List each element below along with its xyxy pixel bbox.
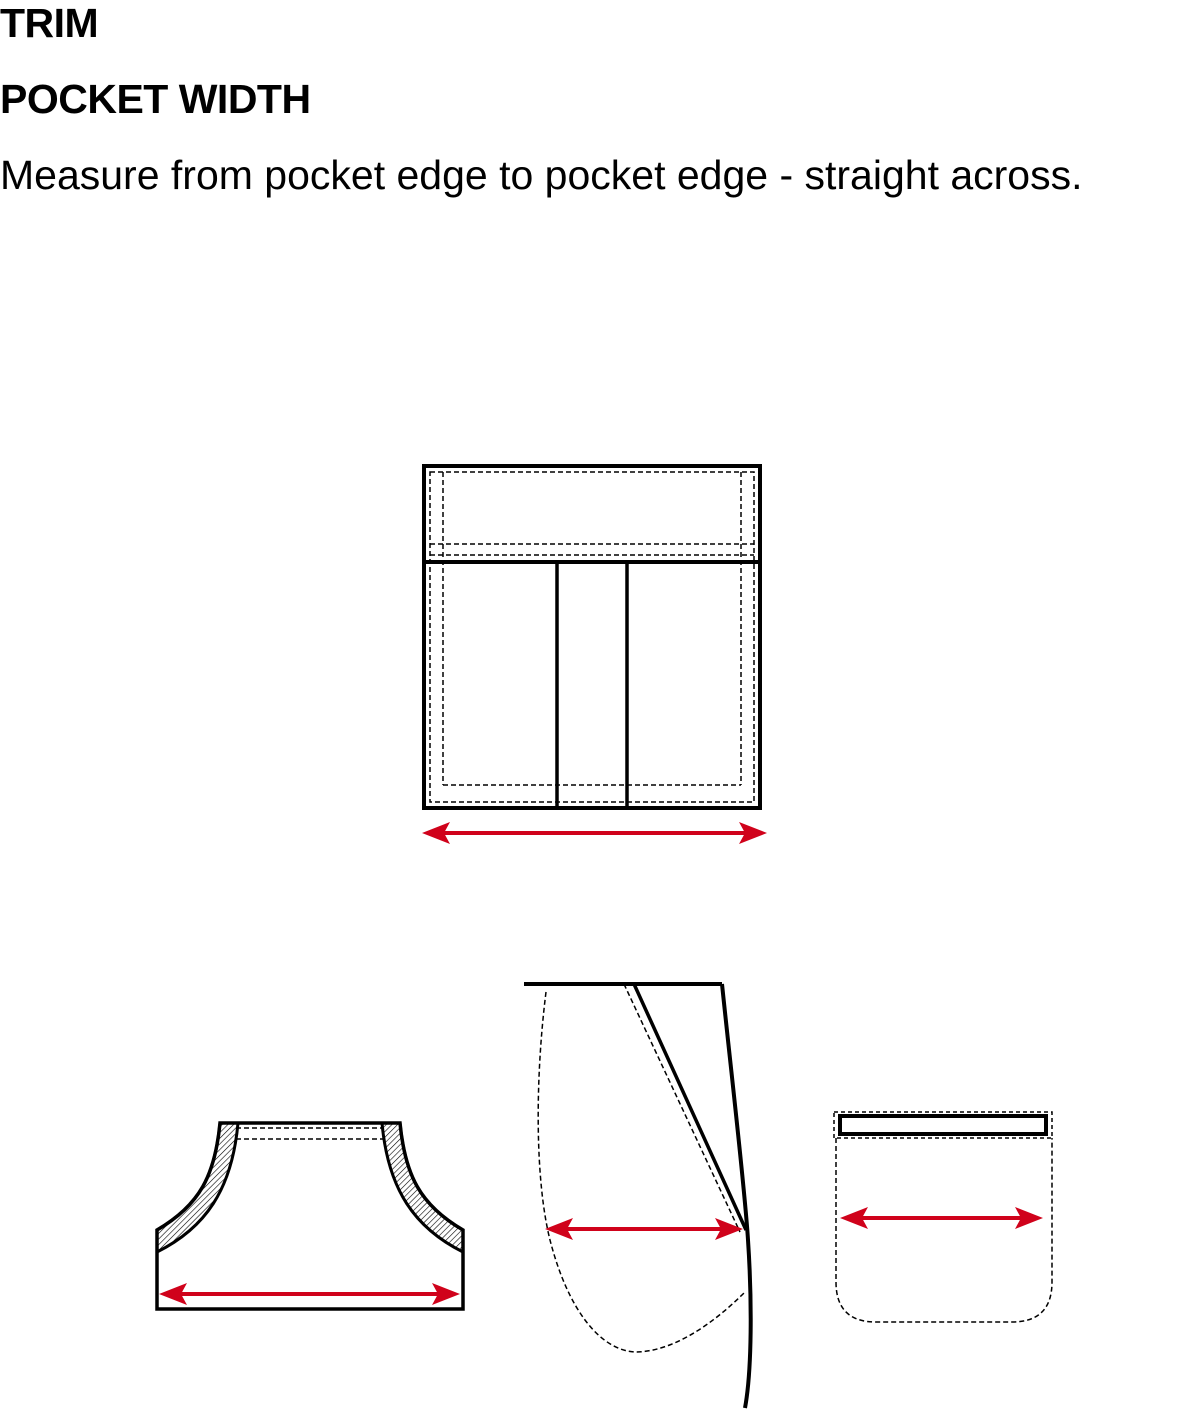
scoop-pocket-illustration xyxy=(155,1121,465,1311)
page-title: POCKET WIDTH xyxy=(0,76,311,122)
measurement-arrow xyxy=(422,822,767,844)
measurement-arrow xyxy=(840,1207,1043,1229)
welt-pocket-illustration xyxy=(833,1111,1053,1323)
measurement-arrow xyxy=(159,1283,460,1305)
slant-pocket-illustration xyxy=(524,982,753,1409)
measurement-arrow xyxy=(545,1218,743,1240)
section-label: TRIM xyxy=(0,0,99,46)
patch-pocket-illustration xyxy=(422,464,762,810)
measurement-instruction: Measure from pocket edge to pocket edge … xyxy=(0,152,1083,198)
